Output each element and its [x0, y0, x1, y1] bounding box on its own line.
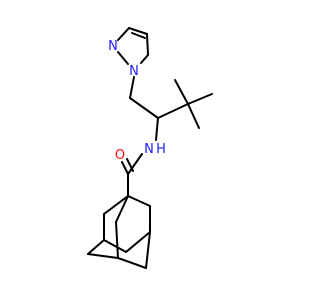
atom-label-amide-hydrogen: H [156, 142, 166, 157]
background [0, 0, 300, 300]
bond-cq-me-top [174, 79, 189, 105]
bond-c4-c5 [146, 33, 149, 56]
bond-co-oxygen [121, 161, 129, 175]
atom-label-amide-oxygen: O [115, 148, 125, 163]
bond-cq-me-right [187, 93, 213, 105]
bond-c5-n1 [140, 54, 149, 64]
molecule-structure-diagram: N N O N H [0, 0, 300, 300]
bond-layer [87, 27, 213, 269]
bond-cq-me-bottom [187, 103, 200, 129]
bond-ad-c6-c10 [87, 253, 119, 259]
bond-ch-cq [157, 103, 189, 119]
bond-ad-c5-c7 [145, 231, 151, 269]
bond-n2-c3 [117, 27, 130, 41]
atom-label-pyrazole-n2: N [108, 39, 118, 54]
bond-ad-c3-c10 [87, 239, 105, 255]
bond-ad-c1-c2 [103, 195, 129, 215]
bond-c3-c4-inner [131, 32, 146, 39]
bond-ad-c3-c4 [103, 239, 127, 253]
bond-n1-ch2 [129, 76, 135, 99]
bond-co-oxygen-double [126, 158, 134, 172]
bond-n1-n2 [117, 51, 129, 65]
bond-ch2-ch [129, 97, 159, 119]
bond-nh-co [127, 153, 143, 175]
bond-ad-c1-c8 [127, 195, 151, 207]
atom-label-amide-nitrogen: N [144, 142, 154, 157]
bond-ad-c4-c5 [125, 231, 151, 253]
bond-ad-c6-c7 [117, 257, 147, 269]
bond-ch-nh [155, 117, 159, 141]
atom-label-layer: N N O N H [108, 39, 166, 163]
bond-ad-c6-c9 [115, 221, 119, 259]
atom-label-pyrazole-n1: N [129, 64, 139, 79]
bond-ad-c1-c9 [115, 195, 129, 223]
bond-c3-c4 [128, 27, 148, 35]
